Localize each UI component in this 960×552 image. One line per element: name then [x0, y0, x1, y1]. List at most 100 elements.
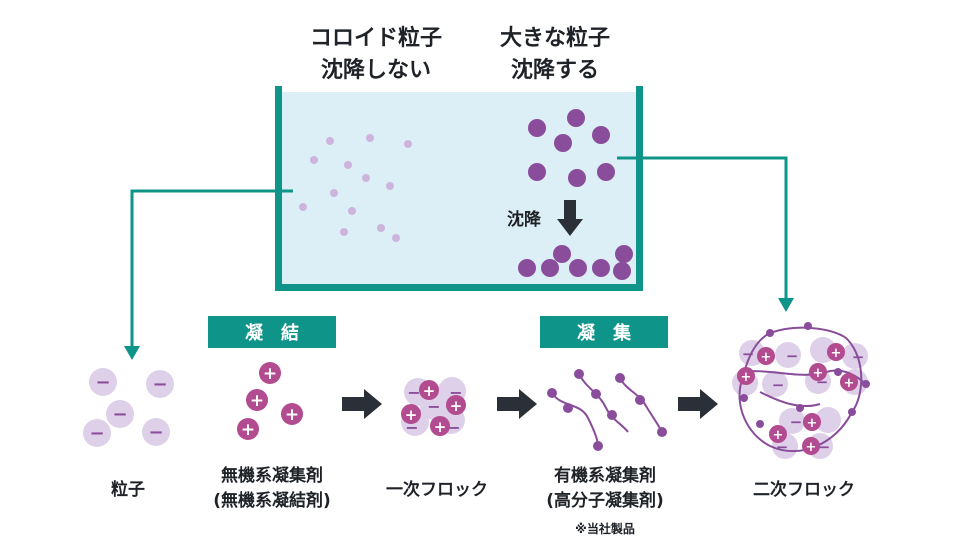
coagulation-banner-label: 凝 結	[245, 322, 299, 344]
negative-particle: −	[83, 419, 111, 447]
stage-label-inorganic-line2: (無機系凝結剤)	[213, 490, 331, 511]
polymer-chain	[578, 373, 629, 433]
large-particle	[528, 163, 546, 181]
flocculation-banner: 凝 集	[540, 316, 668, 348]
right-arrow-icon	[678, 389, 718, 419]
large-particle	[528, 119, 546, 137]
large-particles	[518, 109, 633, 280]
colloid-particle	[366, 134, 374, 142]
settled-particle	[569, 259, 587, 277]
stage-label-organic-line1: 有機系凝集剤	[554, 465, 656, 486]
svg-text:+: +	[761, 350, 772, 365]
connector-left	[124, 189, 293, 360]
large-particle	[592, 126, 610, 144]
large-particle-label-line2: 沈降する	[511, 58, 599, 83]
svg-text:−: −	[407, 383, 420, 402]
colloid-particle	[362, 174, 370, 182]
large-particle	[554, 134, 572, 152]
settled-particle	[541, 259, 559, 277]
svg-text:−: −	[818, 438, 831, 456]
svg-text:+: +	[450, 397, 463, 415]
large-particle	[568, 169, 586, 187]
svg-text:−: −	[152, 374, 167, 395]
colloid-particle	[344, 161, 352, 169]
secondary-floc: − − − − − − − − + + + + + + + +	[732, 322, 870, 459]
colloid-particle	[404, 140, 412, 148]
colloid-particle	[386, 182, 394, 190]
colloid-particle	[392, 234, 400, 242]
svg-text:−: −	[112, 404, 127, 425]
down-arrow-icon	[557, 200, 583, 236]
negative-particles: − − − − −	[83, 368, 174, 447]
polymer-chain	[619, 377, 663, 433]
colloid-particle	[310, 156, 318, 164]
svg-text:+: +	[813, 366, 824, 381]
polymer-chain	[551, 392, 599, 447]
svg-text:−: −	[427, 397, 440, 416]
negative-particle: −	[89, 368, 117, 396]
colloid-particle	[340, 228, 348, 236]
settled-particle	[553, 245, 571, 263]
settled-particle	[613, 262, 631, 280]
right-arrow-icon	[342, 389, 382, 419]
settled-particle	[592, 259, 610, 277]
stage-label-particles: 粒子	[111, 479, 145, 500]
stage-label-inorganic-line1: 無機系凝集剤	[221, 465, 323, 486]
svg-text:−: −	[95, 372, 110, 393]
svg-text:−: −	[742, 345, 755, 363]
stage-label-primary-floc: 一次フロック	[386, 479, 488, 500]
large-particle	[567, 109, 585, 127]
svg-text:−: −	[148, 422, 163, 443]
colloid-particle	[377, 224, 385, 232]
connector-right	[617, 156, 794, 312]
negative-particle: −	[142, 418, 170, 446]
large-particle-label-line1: 大きな粒子	[500, 25, 610, 51]
colloid-label-line2: 沈降しない	[321, 58, 431, 83]
svg-text:+: +	[806, 440, 817, 455]
svg-text:+: +	[405, 406, 418, 424]
svg-text:−: −	[89, 423, 104, 444]
svg-text:+: +	[423, 382, 436, 400]
colloid-particle	[299, 203, 307, 211]
svg-text:+: +	[250, 391, 264, 411]
positive-ion: +	[246, 389, 268, 411]
svg-text:+: +	[741, 370, 752, 385]
svg-text:−: −	[852, 348, 865, 366]
settling-label: 沈降	[507, 209, 542, 230]
positive-coagulant-ions: + + + +	[237, 362, 303, 440]
settled-particle	[615, 245, 633, 263]
large-particle	[597, 163, 615, 181]
svg-text:+: +	[434, 418, 447, 436]
flocculation-banner-label: 凝 集	[577, 322, 632, 344]
settling-tank	[275, 86, 643, 291]
polymer-beads	[547, 369, 667, 451]
svg-text:+: +	[844, 376, 855, 391]
tank-bottom-wall	[275, 284, 643, 291]
primary-floc: − − − − − + + + +	[401, 377, 466, 437]
positive-ion: +	[259, 362, 281, 384]
coagulation-banner: 凝 結	[208, 316, 336, 348]
colloid-label-line1: コロイド粒子	[310, 25, 442, 51]
svg-text:+: +	[807, 416, 818, 431]
colloid-particles	[299, 134, 412, 242]
svg-text:+: +	[263, 364, 277, 384]
negative-particle: −	[106, 400, 134, 428]
colloid-particle	[330, 189, 338, 197]
stage-label-organic-line2: (高分子凝集剤)	[546, 490, 664, 511]
svg-text:+: +	[241, 420, 255, 440]
positive-ion: +	[237, 418, 259, 440]
tank-left-wall	[275, 86, 282, 291]
negative-particle: −	[146, 370, 174, 398]
colloid-particle	[326, 137, 334, 145]
right-arrow-icon	[497, 389, 537, 419]
colloid-particle	[348, 207, 356, 215]
svg-text:+: +	[773, 428, 784, 443]
svg-text:−: −	[772, 376, 785, 394]
settled-particle	[518, 259, 536, 277]
positive-ion: +	[281, 403, 303, 425]
polymer-chains	[551, 373, 663, 447]
svg-text:+: +	[831, 346, 842, 361]
svg-text:−: −	[447, 418, 460, 437]
stage-label-secondary-floc: 二次フロック	[753, 479, 855, 500]
